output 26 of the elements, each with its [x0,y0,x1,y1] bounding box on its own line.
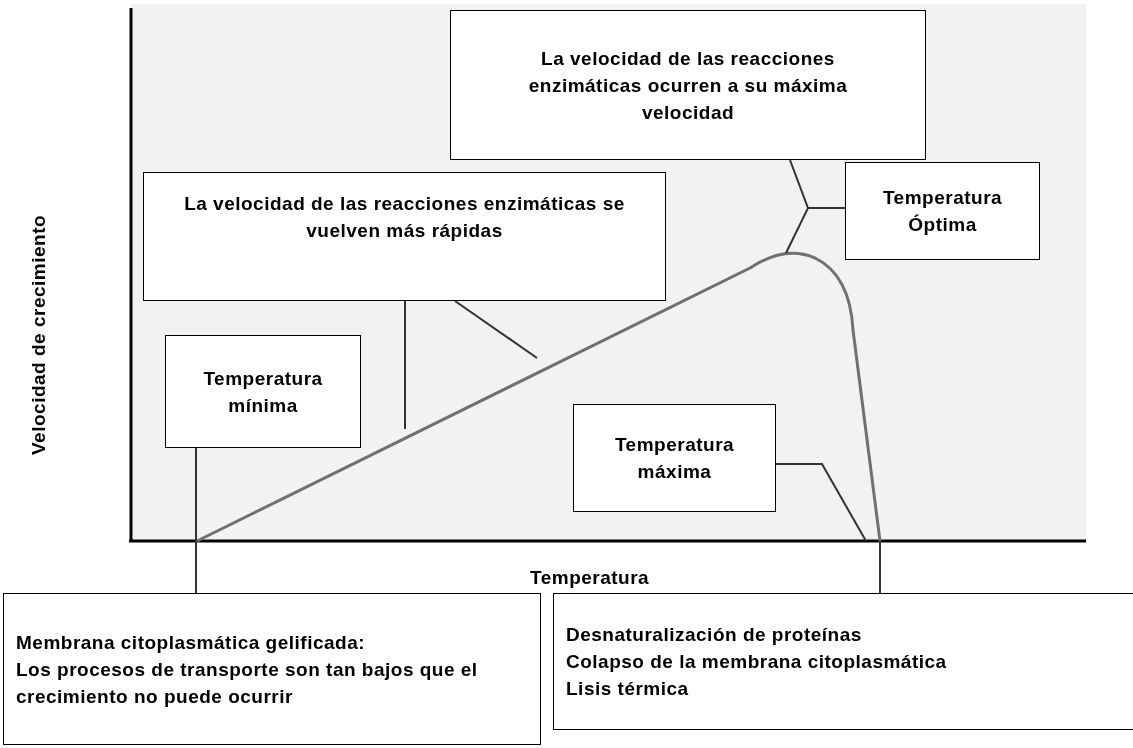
callout-box [3,593,541,745]
list-item: Lisis térmica [566,677,690,701]
callout-text: Los procesos de transporte son tan bajos que el crecimiento no puede ocurrir [16,657,479,709]
callout-heading: Membrana citoplasmática gelificada: [16,630,367,655]
leader-line [785,207,846,254]
leader-line [454,300,538,359]
callout-box [845,162,1040,260]
callout-text: Temperatura máxima [613,433,736,484]
list-item: Colapso de la membrana citoplasmática [566,650,948,674]
callout-box [450,10,926,160]
leader-line [195,447,197,542]
callout-box [165,335,361,448]
axis-title: Velocidad de crecimiento [28,213,50,455]
leader-line [195,540,197,594]
callout-text: La velocidad de las reacciones enzimáticas se vuelven más rápidas [183,191,626,243]
list-item: Desnaturalización de proteínas [566,623,863,647]
callout-text: Temperatura mínima [202,366,324,418]
callout-box [553,593,1133,730]
leader-line [879,540,881,594]
callout-text: Temperatura Óptima [881,186,1004,237]
leader-line [775,463,867,542]
callout-box [573,404,776,512]
leader-line [404,300,406,430]
axis-title: Temperatura [530,567,650,589]
callout-text: La velocidad de las reacciones enzimáticas ocurren a su máxima velocidad [527,46,849,125]
callout-box [143,172,666,301]
